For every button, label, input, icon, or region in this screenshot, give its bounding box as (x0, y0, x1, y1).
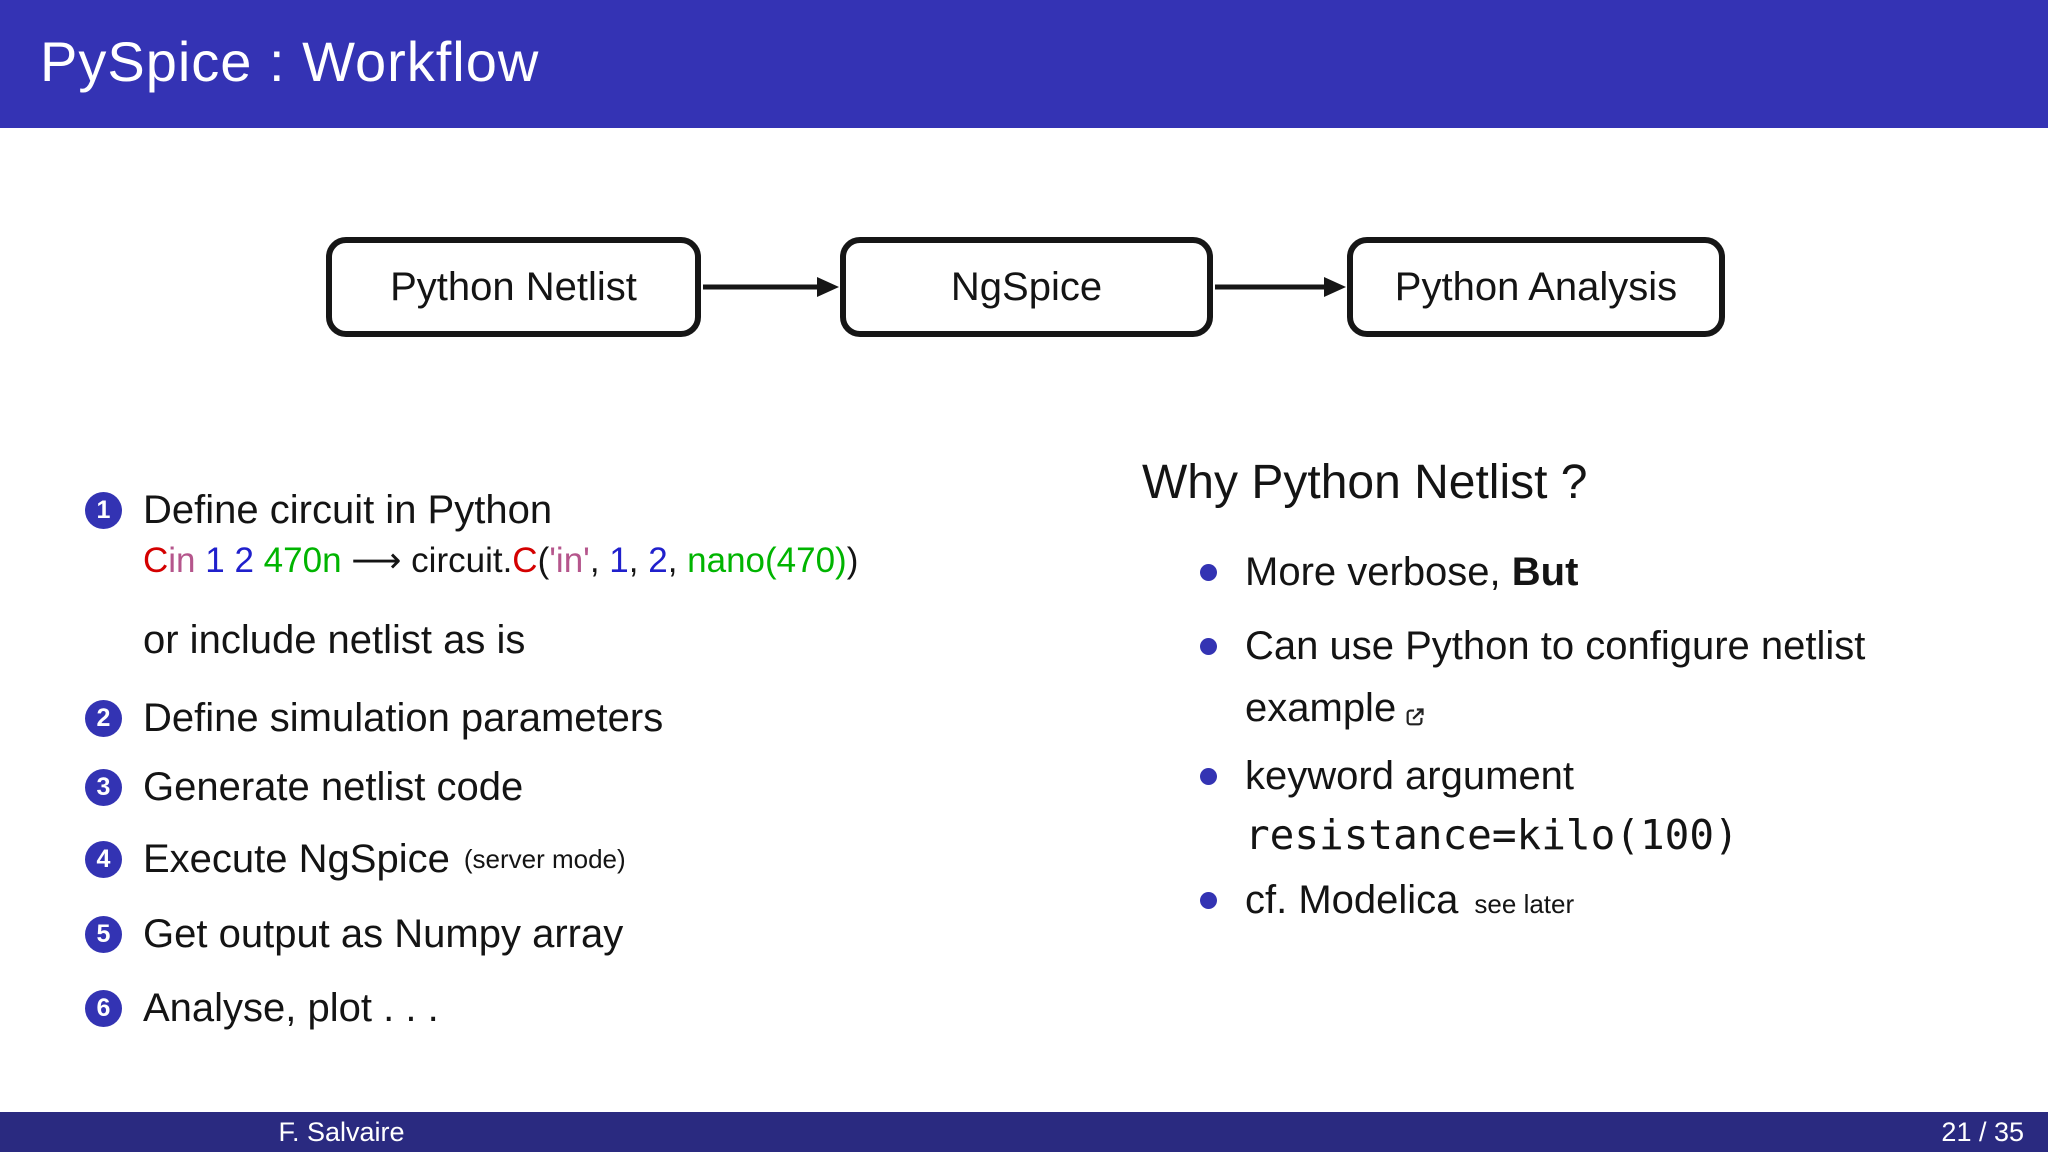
bullet-item: Can use Python to configure netlist exam… (1200, 622, 2010, 732)
step-number-badge: 3 (85, 768, 122, 806)
step-note: (server mode) (463, 843, 626, 874)
example-link[interactable]: example (1245, 684, 1426, 732)
bullet-icon (1200, 768, 1217, 785)
step-number-badge: 6 (85, 989, 122, 1027)
code-token: , (667, 541, 688, 580)
step-label: Execute NgSpice (143, 837, 450, 881)
external-link-icon (1406, 708, 1424, 726)
step-item: 6 Analyse, plot . . . (85, 984, 439, 1032)
bullet-item: cf. Modelica see later (1200, 876, 2010, 928)
bullet-icon (1200, 892, 1217, 909)
bullet-text: Can use Python to configure netlist (1245, 624, 1866, 668)
inline-code: resistance=kilo(100) (1245, 811, 1739, 859)
step-subtext: or include netlist as is (143, 618, 526, 662)
code-token: C (143, 541, 169, 580)
flow-box-python-netlist: Python Netlist (326, 237, 701, 337)
footer-author: F. Salvaire (278, 1117, 405, 1147)
flow-box-label: Python Analysis (1394, 264, 1678, 309)
flow-arrow-icon (703, 277, 839, 297)
flow-box-label: Python Netlist (390, 264, 637, 309)
step-number-badge: 1 (85, 491, 122, 529)
code-token: in (168, 541, 196, 580)
step-label: Get output as Numpy array (143, 912, 624, 956)
code-token (196, 541, 206, 580)
title-bar: PySpice : Workflow (0, 0, 2048, 128)
bullet-icon (1200, 638, 1217, 655)
code-token: 2 (648, 541, 668, 580)
bullet-text: More verbose, (1245, 550, 1512, 594)
code-token: 1 (205, 541, 225, 580)
step-label: Generate netlist code (143, 765, 524, 809)
flow-box-label: NgSpice (950, 264, 1103, 309)
code-token: 'in' (549, 541, 590, 580)
bullet-icon (1200, 564, 1217, 581)
code-token: ) (846, 541, 859, 580)
code-token: 1 (609, 541, 629, 580)
step-number-badge: 5 (85, 915, 122, 953)
code-token: 470n (263, 541, 342, 580)
why-heading: Why Python Netlist ? (1142, 456, 1588, 509)
flow-box-python-analysis: Python Analysis (1347, 237, 1725, 337)
example-link-label[interactable]: example (1245, 686, 1397, 730)
code-token: ( (537, 541, 550, 580)
code-token: C (512, 541, 538, 580)
flow-arrow-icon (1215, 277, 1346, 297)
code-token: , (589, 541, 610, 580)
bullet-text: keyword argument (1245, 754, 1575, 798)
bullet-text-bold: But (1511, 550, 1579, 594)
code-token (225, 541, 235, 580)
code-token: 2 (234, 541, 254, 580)
flow-box-ngspice: NgSpice (840, 237, 1213, 337)
step-item: 3 Generate netlist code (85, 763, 523, 811)
code-line: Cin 1 2 470n ⟶ circuit.C('in', 1, 2, nan… (143, 540, 858, 582)
step-item: 2 Define simulation parameters (85, 694, 663, 742)
step-item: 4 Execute NgSpice (server mode) (85, 835, 626, 883)
footer-page-number: 21 / 35 (1941, 1117, 2024, 1147)
bullet-item: More verbose, But (1200, 548, 2010, 596)
step-label: Define circuit in Python (143, 488, 553, 532)
step-label: Define simulation parameters (143, 696, 664, 740)
footer-bar: F. Salvaire 21 / 35 (0, 1112, 2048, 1152)
code-token: ⟶ (341, 541, 412, 580)
bullet-text: cf. Modelica (1245, 878, 1459, 922)
step-item: 1 Define circuit in Python (85, 486, 552, 534)
bullet-item: keyword argument resistance=kilo(100) (1200, 752, 2010, 860)
slide-title: PySpice : Workflow (40, 30, 540, 93)
step-number-badge: 4 (85, 840, 122, 878)
bullet-note: see later (1474, 889, 1575, 919)
step-number-badge: 2 (85, 699, 122, 737)
step-item: 5 Get output as Numpy array (85, 910, 623, 958)
code-token: , (628, 541, 649, 580)
code-token: circuit. (411, 541, 513, 580)
code-token: nano(470) (687, 541, 847, 580)
code-token (254, 541, 264, 580)
step-label: Analyse, plot . . . (143, 986, 439, 1030)
